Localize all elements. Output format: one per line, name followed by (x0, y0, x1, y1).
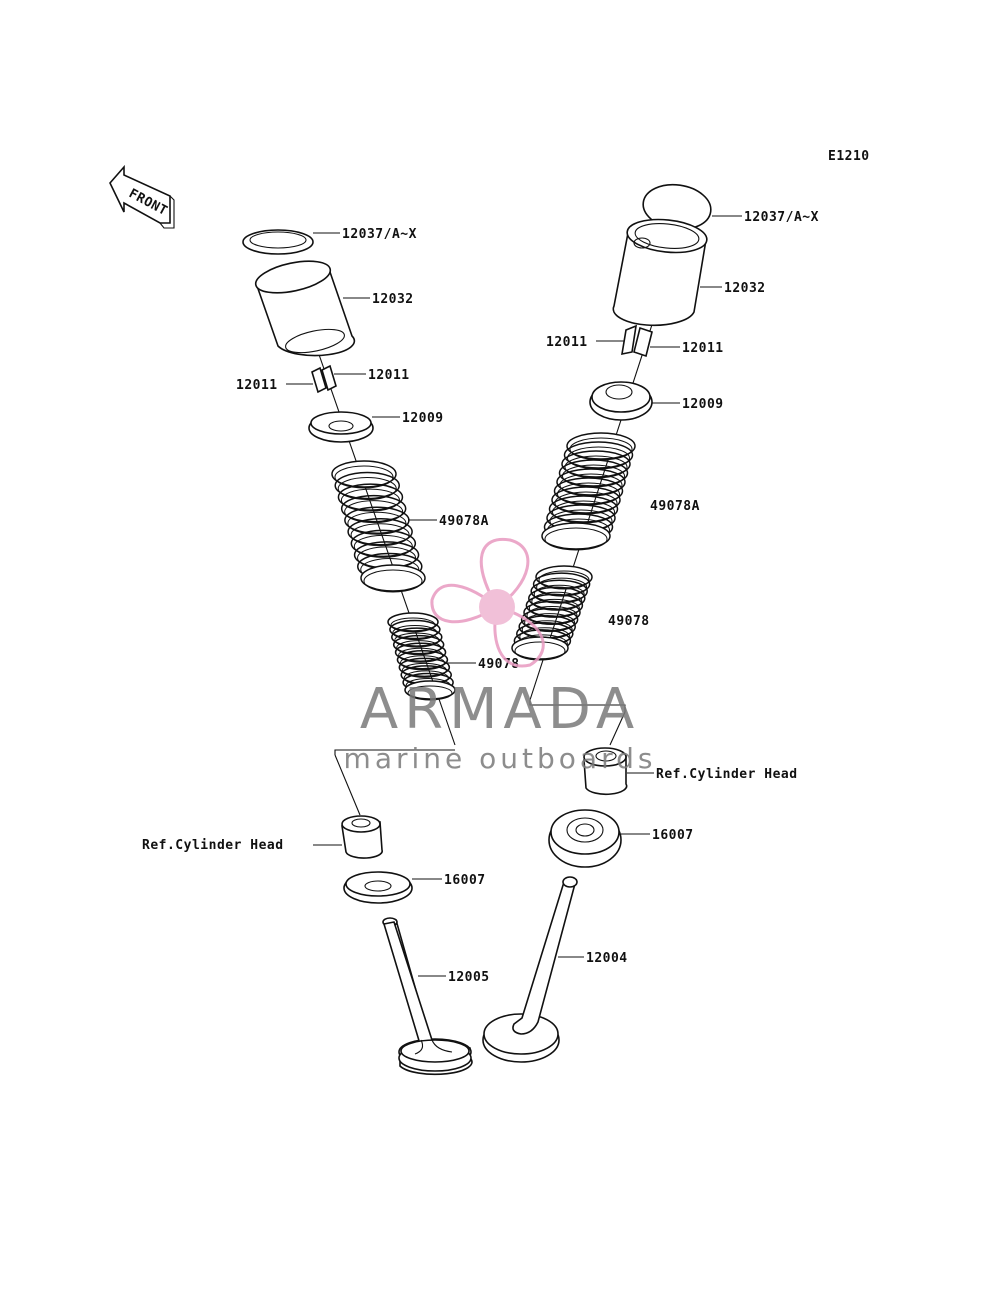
spring-coil (553, 477, 624, 505)
right-inner-spring-label: 49078 (608, 614, 650, 629)
spring-coil (396, 650, 449, 670)
spring-coil-inner (524, 613, 576, 633)
spring-coil (541, 522, 611, 550)
right-shim-label: 12037/A~X (744, 210, 819, 225)
right-cotter-right-label: 12011 (682, 341, 724, 356)
right-retainer-label: 12009 (682, 397, 724, 412)
right-retainer (589, 381, 653, 421)
front-arrow-icon: FRONT (109, 164, 175, 229)
right-valve (482, 876, 578, 1063)
propeller-logo-icon (430, 537, 545, 668)
right-cotter-left-label: 12011 (546, 335, 588, 350)
spring-coil (561, 450, 631, 478)
watermark-brand: ARMADA (360, 677, 640, 742)
spring-coil (404, 680, 456, 700)
right-outer-spring (541, 432, 636, 551)
left-inner-spring (387, 612, 456, 701)
left-cotter-left-label: 12011 (236, 378, 278, 393)
right-valve-label: 12004 (586, 951, 628, 966)
left-tappet (254, 260, 356, 357)
right-axis-line (529, 299, 661, 701)
left-valve (382, 917, 473, 1076)
spring-coil (511, 636, 569, 660)
right-head-bracket (529, 700, 626, 712)
spring-coil-inner (526, 606, 578, 625)
spring-coil (392, 634, 445, 655)
spring-coil (548, 495, 619, 523)
left-valve-guide (341, 815, 383, 859)
spring-coil (398, 657, 451, 678)
spring-coil (334, 471, 400, 500)
left-shim-label: 12037/A~X (342, 227, 417, 242)
spring-coil (391, 627, 443, 647)
spring-coil-inner (528, 598, 580, 618)
spring-coil (337, 483, 404, 511)
left-retainer-label: 12009 (402, 411, 444, 426)
spring-coil (389, 619, 441, 640)
right-ref-head-label: Ref.Cylinder Head (656, 767, 798, 782)
right-cotters (621, 324, 653, 358)
left-outer-spring (331, 460, 426, 593)
left-retainer (308, 411, 374, 443)
spring-coil (558, 459, 629, 487)
left-cotters (311, 364, 337, 394)
spring-coil-inner (544, 527, 608, 551)
spring-coil-inner (533, 584, 585, 604)
left-valve-label: 12005 (448, 970, 490, 985)
diagram-code: E1210 (828, 149, 870, 164)
spring-coil (347, 518, 413, 546)
left-valve-seal (343, 871, 413, 904)
right-tappet-label: 12032 (724, 281, 766, 296)
spring-coil-inner (531, 591, 583, 611)
left-ref-head-label: Ref.Cylinder Head (142, 838, 284, 853)
left-seal-label: 16007 (444, 873, 486, 888)
left-outer-spring-label: 49078A (439, 514, 489, 529)
spring-coil (556, 468, 626, 496)
left-shim (242, 229, 314, 255)
right-outer-spring-label: 49078A (650, 499, 700, 514)
spring-coil (340, 494, 407, 523)
left-tappet-label: 12032 (372, 292, 414, 307)
spring-coil-inner (536, 577, 588, 597)
right-inner-spring (511, 565, 593, 661)
watermark-tagline: marine outboards (344, 742, 657, 775)
spring-coil (551, 486, 621, 514)
right-tappet (612, 218, 708, 327)
right-valve-guide (583, 747, 628, 796)
spring-coil (350, 529, 417, 558)
left-head-bracket (334, 749, 455, 755)
spring-coil (394, 642, 447, 662)
spring-coil (360, 564, 426, 592)
left-cotter-right-label: 12011 (368, 368, 410, 383)
right-valve-seal (548, 809, 622, 868)
spring-coil-inner (407, 685, 453, 701)
spring-coil-inner (363, 569, 423, 593)
spring-coil-inner (538, 570, 590, 590)
spring-coil (563, 441, 634, 469)
right-seal-label: 16007 (652, 828, 694, 843)
spring-coil-inner (514, 641, 566, 661)
armada-watermark: ARMADA marine outboards (344, 537, 657, 775)
